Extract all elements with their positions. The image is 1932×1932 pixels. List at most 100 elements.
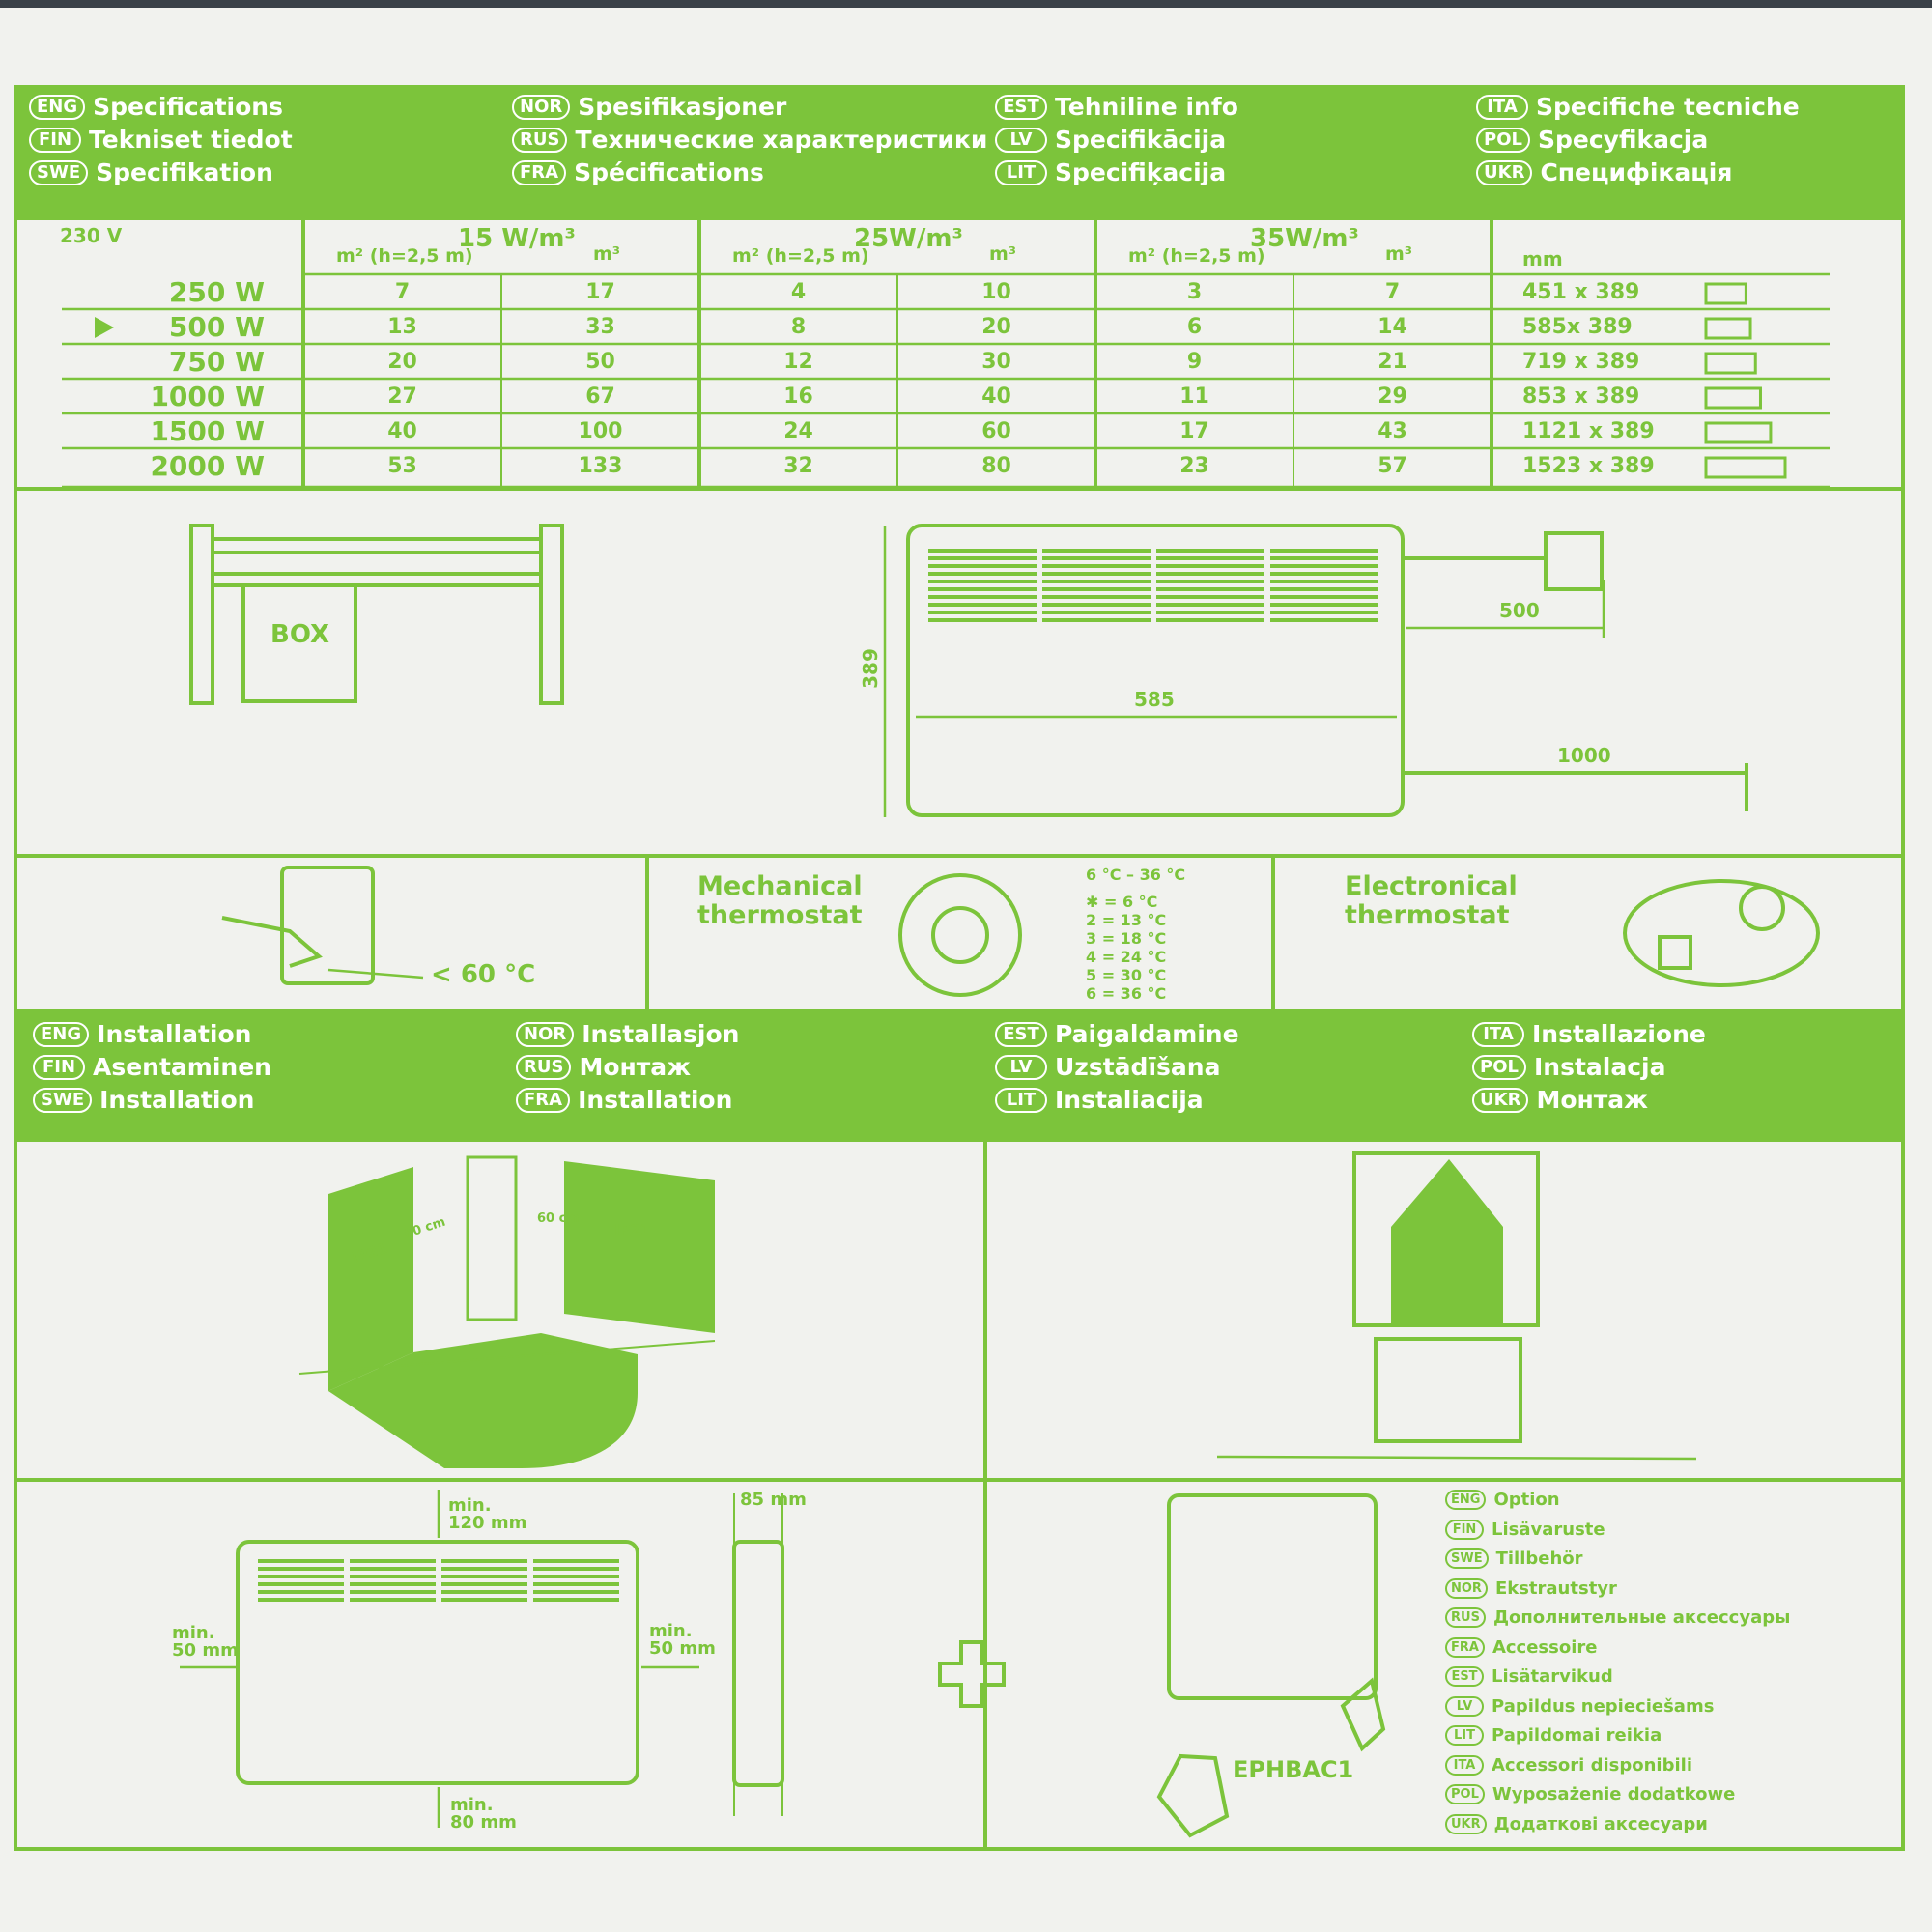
table-cell: 80	[981, 454, 1011, 478]
lang-badge: LV	[995, 1054, 1047, 1080]
size-icon	[1704, 456, 1787, 479]
ip21-right: IP21	[614, 1221, 651, 1238]
table-cell: 14	[1378, 315, 1407, 339]
table-cell: 57	[1378, 454, 1407, 478]
lang-row-fin: FIN Asentaminen	[33, 1053, 271, 1081]
lang-label: Специфікація	[1540, 158, 1733, 186]
dist-right: 60 cm	[537, 1211, 580, 1226]
thermostat-step: ✱ = 6 °C	[1086, 893, 1158, 911]
lang-label: Монтаж	[579, 1053, 692, 1081]
thermostat-step: 3 = 18 °C	[1086, 929, 1167, 948]
size-cell: 719 x 389	[1522, 350, 1640, 374]
lang-badge: ITA	[1472, 1021, 1524, 1047]
lang-label: Specifikation	[96, 158, 273, 186]
lang-badge: ENG	[29, 94, 86, 120]
lang-badge: FRA	[512, 159, 567, 185]
lang-label: Installation	[99, 1086, 255, 1114]
table-cell: 30	[981, 350, 1011, 374]
clear-top2: 120 mm	[448, 1513, 527, 1533]
lang-badge: SWE	[1445, 1548, 1489, 1569]
size-icon	[1704, 317, 1752, 340]
option-label: Papildus nepieciešams	[1492, 1695, 1715, 1717]
lang-label: Instalacja	[1533, 1053, 1666, 1081]
lang-badge: FIN	[33, 1054, 85, 1080]
lang-badge: FRA	[516, 1087, 571, 1113]
lang-row-fra: FRA Installation	[516, 1086, 732, 1114]
top-edge	[0, 0, 1932, 8]
lang-label: Asentaminen	[93, 1053, 271, 1081]
lang-badge: ENG	[33, 1021, 90, 1047]
thermostat-step: 5 = 30 °C	[1086, 966, 1167, 984]
area-header: m² (h=2,5 m)	[1128, 245, 1265, 267]
area-header: m² (h=2,5 m)	[732, 245, 869, 267]
lang-badge: FIN	[1445, 1519, 1484, 1540]
elec-title1: Electronical	[1345, 871, 1518, 901]
box-label: BOX	[270, 620, 330, 649]
option-label: Wyposażenie dodatkowe	[1492, 1784, 1736, 1804]
option-model: EPHBAC1	[1233, 1756, 1354, 1783]
table-cell: 50	[585, 350, 615, 374]
selected-model-arrow-icon	[95, 317, 114, 338]
lang-label: Spesifikasjoner	[578, 93, 787, 121]
lang-label: Installation	[97, 1020, 252, 1048]
clear-top1: min.	[448, 1495, 492, 1516]
lang-badge: FRA	[1445, 1636, 1485, 1658]
clear-right2: 50 mm	[649, 1638, 716, 1659]
clear-depth: 85 mm	[740, 1490, 807, 1510]
width-label: 585	[1134, 688, 1175, 711]
lang-label: Installation	[578, 1086, 733, 1114]
power-cell: 1000 W	[150, 381, 265, 412]
lang-row-eng: ENG Installation	[33, 1020, 251, 1048]
density-group-3: 35W/m³	[1250, 224, 1359, 253]
table-cell: 27	[387, 384, 417, 409]
table-cell: 17	[1179, 419, 1209, 443]
clear-left2: 50 mm	[172, 1640, 239, 1661]
lang-badge: RUS	[512, 127, 568, 153]
table-cell: 67	[585, 384, 615, 409]
table-cell: 60	[981, 419, 1011, 443]
lang-badge: UKR	[1476, 159, 1533, 185]
mech-title2: thermostat	[697, 900, 863, 930]
size-cell: 853 x 389	[1522, 384, 1640, 409]
size-icon	[1704, 282, 1747, 305]
table-cell: 21	[1378, 350, 1407, 374]
table-cell: 29	[1378, 384, 1407, 409]
power-cell: 1500 W	[150, 415, 265, 447]
table-cell: 20	[387, 350, 417, 374]
table-cell: 40	[387, 419, 417, 443]
density-group-1: 15 W/m³	[458, 224, 576, 253]
table-cell: 4	[790, 280, 807, 304]
table-cell: 6	[1186, 315, 1203, 339]
table-cell: 23	[1179, 454, 1209, 478]
power-cell: 2000 W	[150, 450, 265, 482]
lang-label: Installasjon	[582, 1020, 740, 1048]
lang-badge: NOR	[1445, 1577, 1488, 1599]
option-label: Ekstrautstyr	[1494, 1577, 1617, 1599]
thermostat-step: 2 = 13 °C	[1086, 911, 1167, 929]
size-icon	[1704, 386, 1762, 410]
lang-label: Uzstādīšana	[1055, 1053, 1221, 1081]
mech-range: 6 °C – 36 °C	[1086, 866, 1186, 884]
lang-label: Paigaldamine	[1055, 1020, 1239, 1048]
size-cell: 451 x 389	[1522, 280, 1640, 304]
elec-title2: thermostat	[1345, 900, 1510, 930]
size-cell: 585x 389	[1522, 315, 1633, 339]
lang-badge: EST	[995, 94, 1047, 120]
lang-badge: ITA	[1476, 94, 1528, 120]
density-group-2: 25W/m³	[854, 224, 963, 253]
option-label: Lisävaruste	[1492, 1519, 1605, 1540]
lang-badge: POL	[1472, 1054, 1526, 1080]
lang-badge: LIT	[1445, 1725, 1484, 1746]
